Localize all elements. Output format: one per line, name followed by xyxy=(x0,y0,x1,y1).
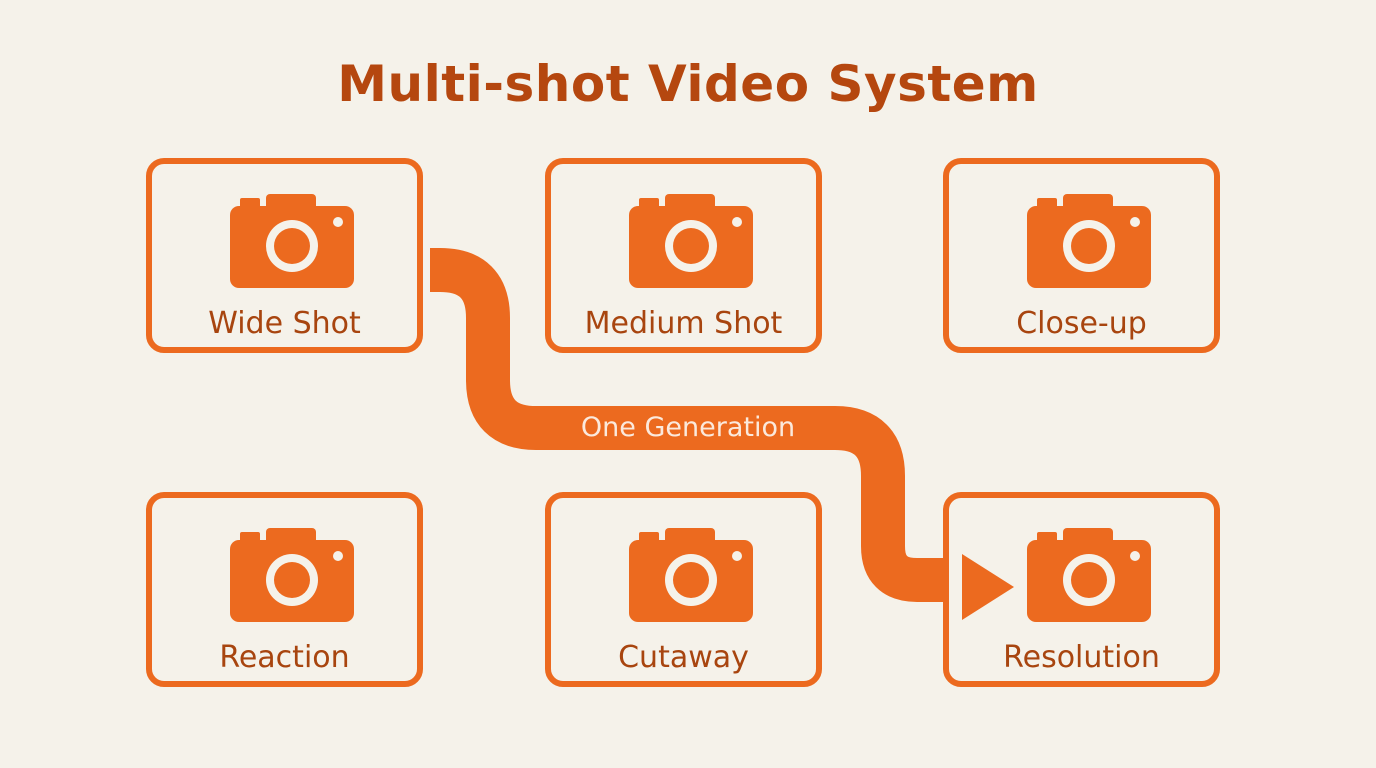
camera-icon xyxy=(230,194,354,288)
camera-icon xyxy=(629,528,753,622)
shot-label: Reaction xyxy=(219,640,350,675)
shot-label: Cutaway xyxy=(618,640,749,675)
camera-icon xyxy=(1027,194,1151,288)
shot-label: Close-up xyxy=(1016,306,1147,341)
camera-icon xyxy=(629,194,753,288)
shot-label: Medium Shot xyxy=(584,306,783,341)
camera-icon xyxy=(230,528,354,622)
camera-icon xyxy=(1027,528,1151,622)
shot-card-medium-shot: Medium Shot xyxy=(545,158,822,353)
shot-label: Wide Shot xyxy=(208,306,361,341)
flow-label: One Generation xyxy=(580,412,796,443)
shot-card-cutaway: Cutaway xyxy=(545,492,822,687)
shot-card-reaction: Reaction xyxy=(146,492,423,687)
diagram-title: Multi-shot Video System xyxy=(337,55,1039,113)
shot-card-resolution: Resolution xyxy=(943,492,1220,687)
shot-label: Resolution xyxy=(1003,640,1160,675)
shot-card-wide-shot: Wide Shot xyxy=(146,158,423,353)
shot-card-close-up: Close-up xyxy=(943,158,1220,353)
